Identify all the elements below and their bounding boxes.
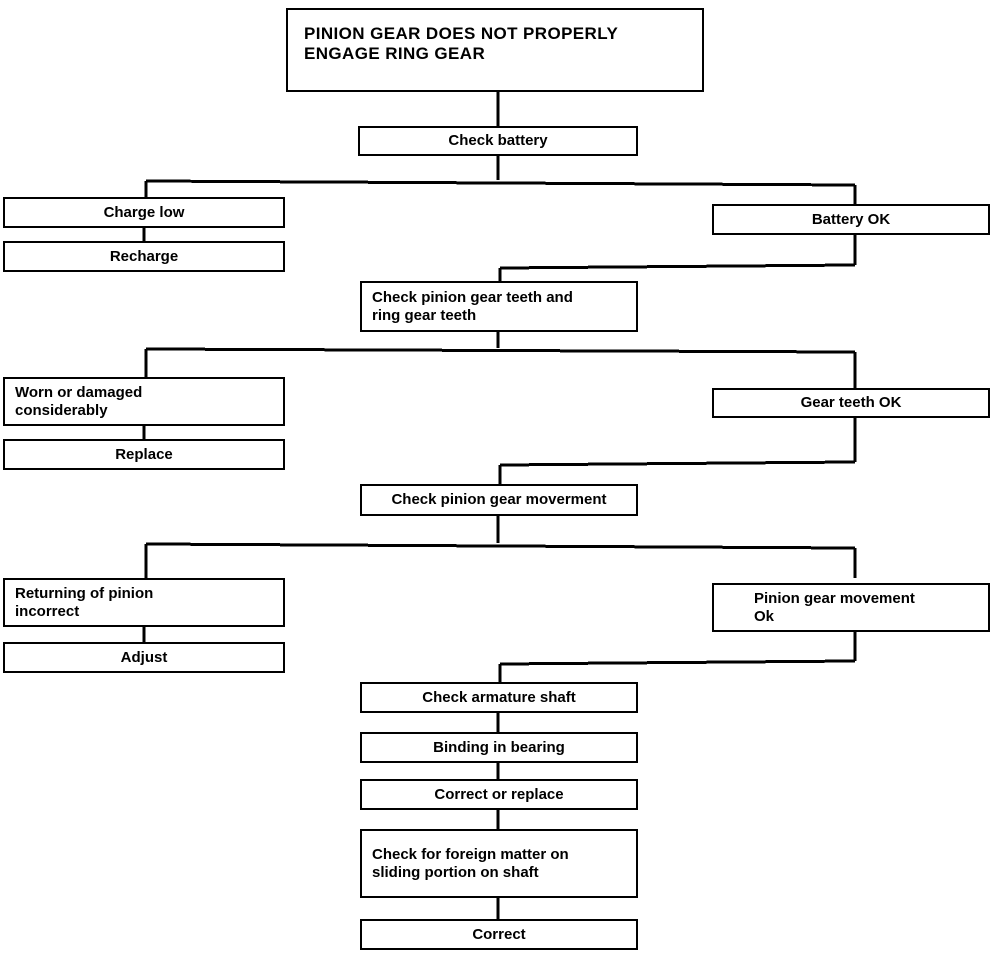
node-recharge-label: Recharge: [109, 247, 179, 265]
node-check-pinion-movement: Check pinion gear moverment: [360, 484, 638, 516]
node-battery-ok: Battery OK: [712, 204, 990, 235]
node-problem-label: PINION GEAR DOES NOT PROPERLY ENGAGE RIN…: [304, 24, 619, 64]
node-check-armature-shaft: Check armature shaft: [360, 682, 638, 713]
node-binding-in-bearing: Binding in bearing: [360, 732, 638, 763]
node-adjust-label: Adjust: [120, 648, 168, 666]
node-replace: Replace: [3, 439, 285, 470]
edge-movement-ok-left: [499, 659, 856, 666]
node-charge-low: Charge low: [3, 197, 285, 228]
node-battery-ok-label: Battery OK: [811, 210, 891, 228]
node-check-foreign-matter-label: Check for foreign matter on sliding port…: [372, 845, 569, 881]
node-worn-or-damaged-label: Worn or damaged considerably: [15, 383, 143, 419]
node-check-armature-shaft-label: Check armature shaft: [422, 688, 576, 706]
node-adjust: Adjust: [3, 642, 285, 673]
node-check-teeth-label: Check pinion gear teeth and ring gear te…: [372, 288, 573, 324]
node-check-foreign-matter: Check for foreign matter on sliding port…: [360, 829, 638, 898]
node-pinion-movement-ok: Pinion gear movement Ok: [712, 583, 990, 632]
node-correct-or-replace-label: Correct or replace: [434, 785, 564, 803]
node-gear-teeth-ok: Gear teeth OK: [712, 388, 990, 418]
node-replace-label: Replace: [115, 445, 173, 463]
node-worn-or-damaged: Worn or damaged considerably: [3, 377, 285, 426]
node-correct-label: Correct: [472, 925, 526, 943]
node-gear-teeth-ok-label: Gear teeth OK: [800, 394, 902, 412]
node-returning-incorrect: Returning of pinion incorrect: [3, 578, 285, 627]
node-check-teeth: Check pinion gear teeth and ring gear te…: [360, 281, 638, 332]
node-check-battery-label: Check battery: [448, 132, 548, 150]
node-check-battery: Check battery: [358, 126, 638, 156]
node-pinion-movement-ok-label: Pinion gear movement Ok: [754, 589, 915, 625]
node-correct-or-replace: Correct or replace: [360, 779, 638, 810]
node-check-pinion-movement-label: Check pinion gear moverment: [391, 491, 607, 509]
edge-split-bar-battery: [145, 179, 856, 187]
node-recharge: Recharge: [3, 241, 285, 272]
edge-split-bar-movement: [145, 542, 856, 550]
edge-teeth-ok-left: [499, 460, 856, 467]
node-correct: Correct: [360, 919, 638, 950]
node-problem: PINION GEAR DOES NOT PROPERLY ENGAGE RIN…: [286, 8, 704, 92]
edge-split-bar-teeth: [145, 347, 856, 354]
edge-battery-ok-left: [499, 263, 856, 270]
node-charge-low-label: Charge low: [103, 203, 185, 221]
node-returning-incorrect-label: Returning of pinion incorrect: [15, 584, 154, 620]
node-binding-in-bearing-label: Binding in bearing: [433, 738, 565, 756]
